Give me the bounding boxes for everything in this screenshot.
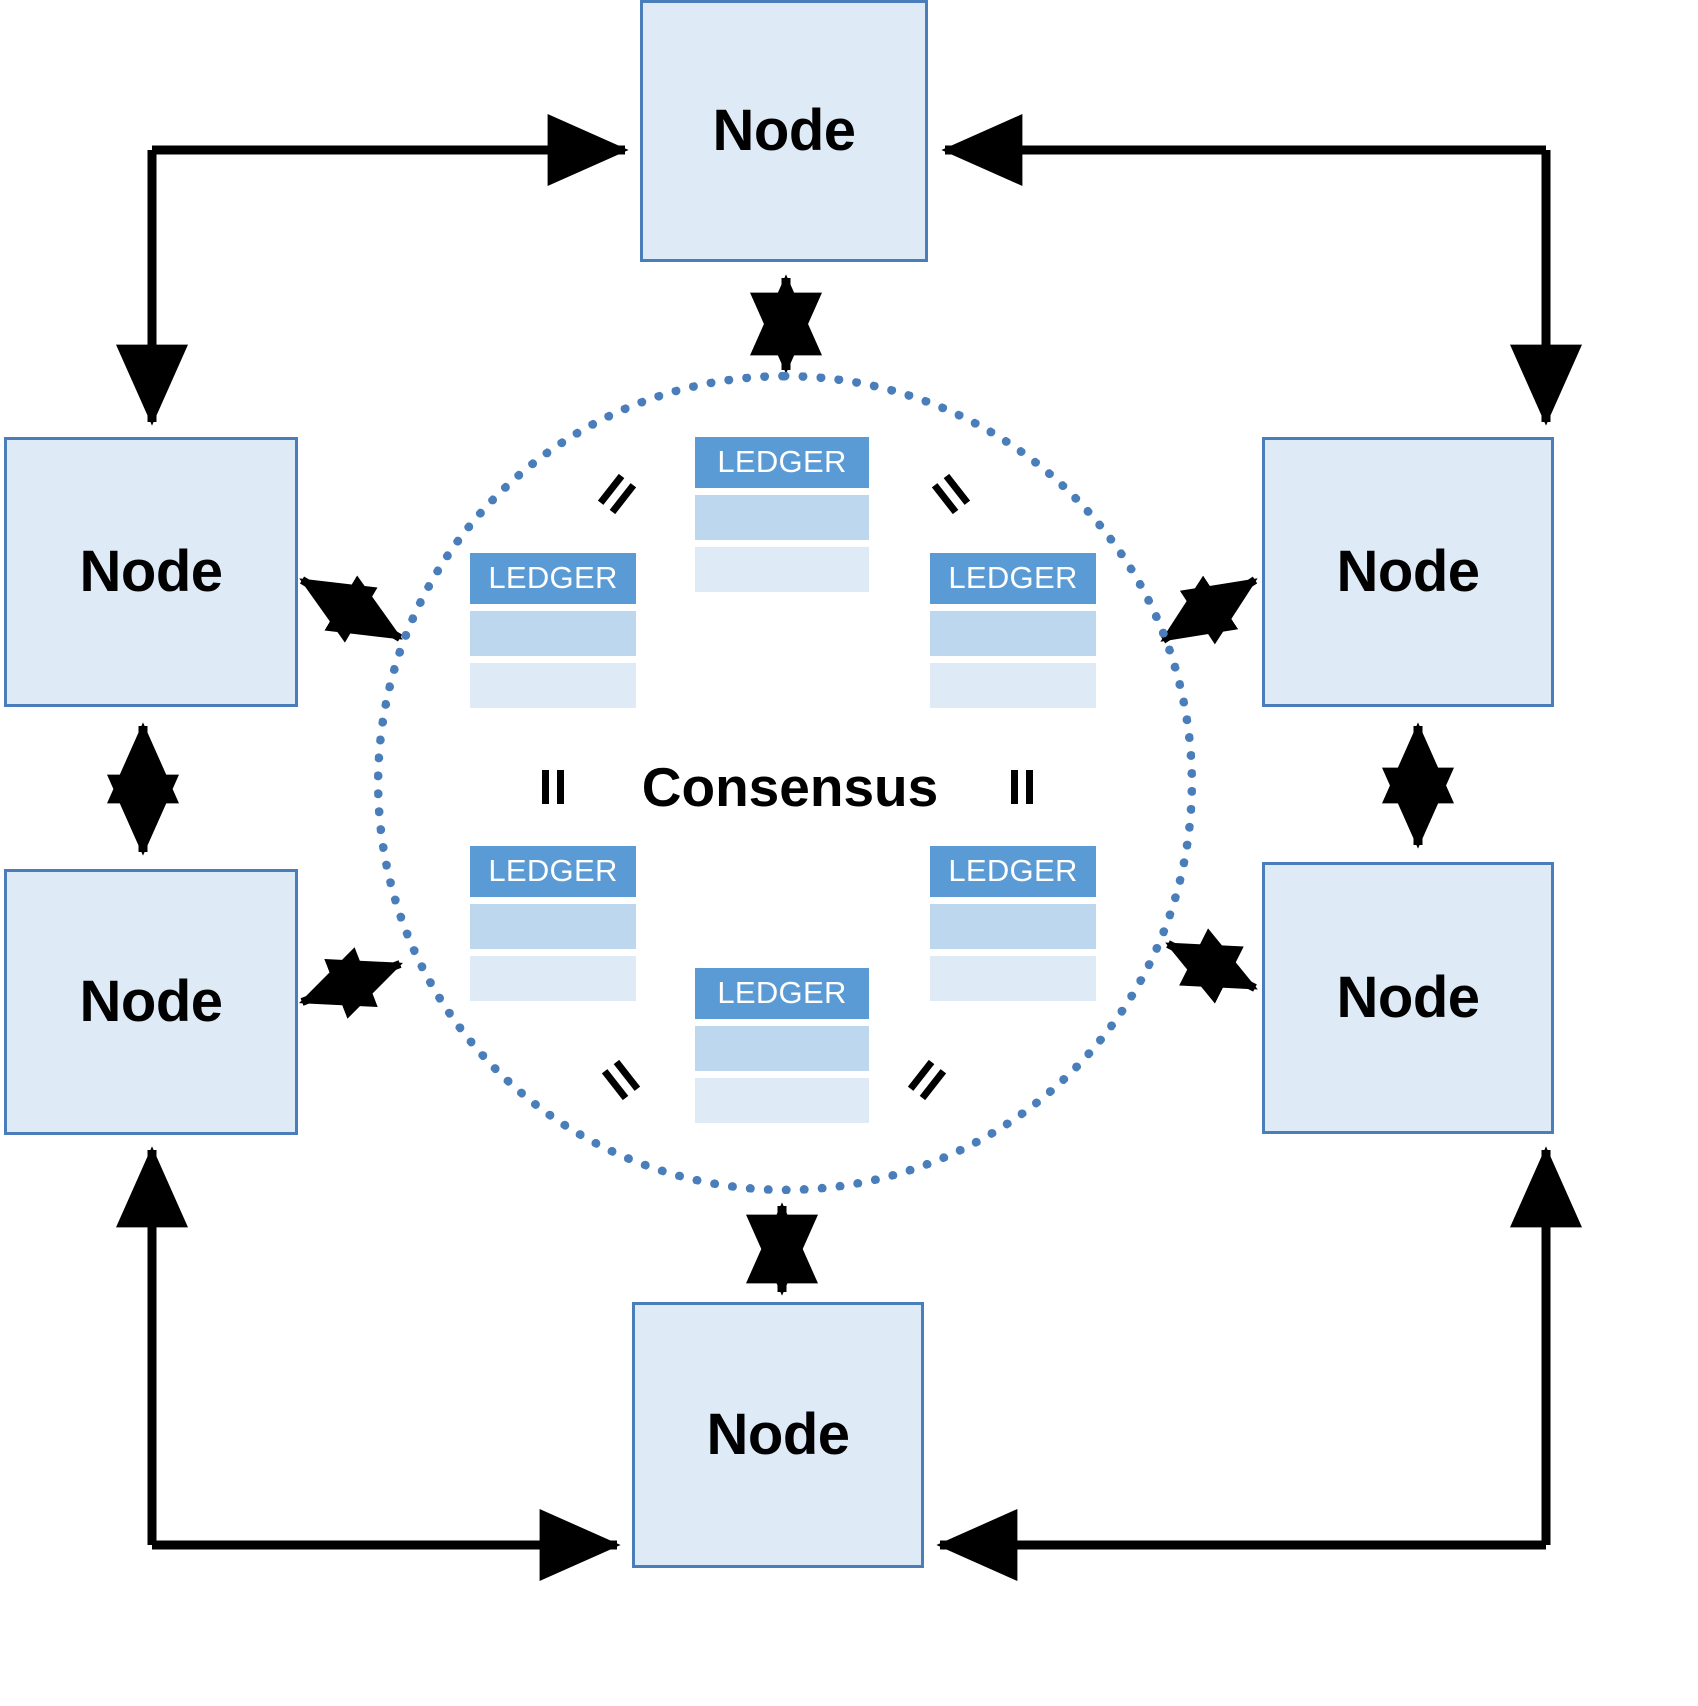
ledger-header: LEDGER	[930, 846, 1096, 897]
ledger-row-2	[470, 663, 636, 708]
node-box-bottom[interactable]: Node	[632, 1302, 924, 1568]
consensus-label: Consensus	[641, 756, 939, 818]
node-label: Node	[706, 1402, 851, 1467]
connector-circle-to-rightlower	[1165, 928, 1258, 1004]
ledger-row-2	[695, 547, 869, 592]
node-box-top[interactable]: Node	[640, 0, 928, 262]
connector-circle-to-rightupper	[1160, 575, 1258, 645]
ledger-card-bottom[interactable]: LEDGER	[695, 968, 869, 1123]
node-box-lower-left[interactable]: Node	[4, 869, 298, 1135]
ledger-row-1	[930, 904, 1096, 949]
ledger-header: LEDGER	[470, 846, 636, 897]
node-label: Node	[79, 969, 224, 1034]
connector-circle-to-leftlower	[299, 947, 403, 1019]
ledger-card-lower-left[interactable]: LEDGER	[470, 846, 636, 1001]
ledger-row-1	[695, 495, 869, 540]
ledger-row-1	[930, 611, 1096, 656]
ledger-header: LEDGER	[695, 437, 869, 488]
node-box-lower-right[interactable]: Node	[1262, 862, 1554, 1134]
consensus-boundary-circle	[374, 372, 1196, 1194]
ledger-header: LEDGER	[930, 553, 1096, 604]
node-label: Node	[79, 539, 224, 604]
node-label: Node	[1336, 539, 1481, 604]
equals-icon-mid-left	[536, 770, 570, 804]
ledger-row-2	[930, 663, 1096, 708]
ledger-card-top[interactable]: LEDGER	[695, 437, 869, 592]
node-label: Node	[712, 98, 857, 163]
ledger-card-upper-left[interactable]: LEDGER	[470, 553, 636, 708]
ledger-row-1	[695, 1026, 869, 1071]
equals-icon-mid-right	[1005, 770, 1039, 804]
node-label: Node	[1336, 965, 1481, 1030]
connector-circle-to-leftupper	[299, 575, 403, 643]
ledger-header: LEDGER	[695, 968, 869, 1019]
ledger-row-2	[695, 1078, 869, 1123]
ledger-row-1	[470, 904, 636, 949]
ledger-card-upper-right[interactable]: LEDGER	[930, 553, 1096, 708]
ledger-row-1	[470, 611, 636, 656]
node-box-upper-left[interactable]: Node	[4, 437, 298, 707]
ledger-row-2	[470, 956, 636, 1001]
ledger-card-lower-right[interactable]: LEDGER	[930, 846, 1096, 1001]
ledger-row-2	[930, 956, 1096, 1001]
ledger-header: LEDGER	[470, 553, 636, 604]
node-box-upper-right[interactable]: Node	[1262, 437, 1554, 707]
